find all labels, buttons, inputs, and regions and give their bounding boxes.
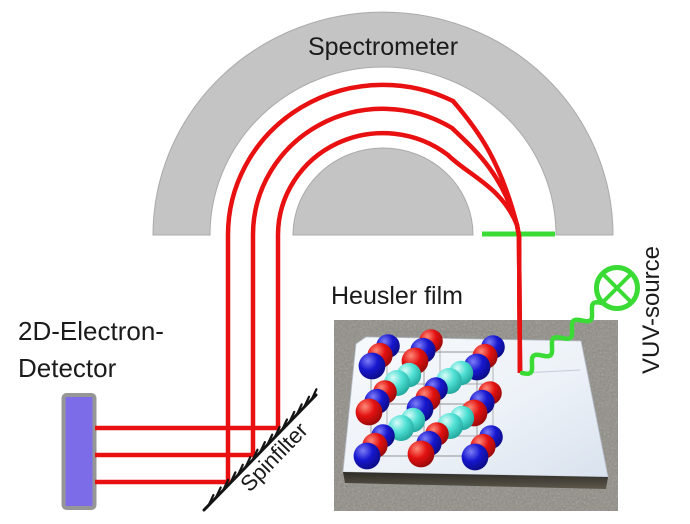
spinfilter-hatch-tick [229, 471, 237, 483]
spinfilter-mirror [202, 388, 318, 512]
spinfilter-hatches [207, 388, 318, 506]
sample-photo [334, 320, 618, 511]
spinfilter-hatch-tick [296, 403, 303, 415]
detector-label: 2D-Electron- Detector [18, 313, 164, 387]
spinfilter-hatch-tick [222, 478, 230, 491]
vuv-source-label: VUV-source [638, 245, 665, 375]
detector-label-line1: 2D-Electron- [18, 316, 164, 346]
vuv-source-symbol [594, 265, 640, 311]
spinfilter-hatch-tick [259, 441, 266, 453]
spectrometer-outer-shell [152, 11, 614, 236]
crystal-sphere-red [407, 440, 435, 468]
vuv-lamp-cross-icon [601, 272, 633, 304]
crystal-sphere-blue [353, 442, 381, 470]
beam-path-middle [95, 106, 523, 458]
crystal-sphere-red [355, 398, 383, 426]
spinfilter-hatch-tick [274, 425, 281, 438]
spinfilter-hatch-tick [215, 486, 222, 499]
spinfilter-hatch-tick [281, 418, 289, 431]
spectrometer-inner-core [292, 147, 474, 236]
crystal-sphere-blue [461, 443, 489, 471]
spinfilter-hatch-tick [237, 463, 244, 476]
crystal-spheres [353, 329, 505, 471]
photon-wavy-line [519, 300, 605, 376]
sample-plate-edge [343, 472, 608, 489]
detector-rect [61, 393, 97, 510]
beam-path-inner [95, 130, 523, 431]
crystal-sphere-blue [358, 352, 386, 380]
spinfilter-hatch-tick [207, 494, 215, 506]
detector-label-line2: Detector [18, 353, 117, 383]
electron-beams [95, 82, 523, 485]
spinfilter-hatch-tick [310, 388, 318, 400]
vuv-lamp-circle [594, 265, 640, 311]
beam-path-outer [95, 82, 523, 485]
spectrometer-label: Spectrometer [307, 33, 459, 61]
spinfilter-hatch-tick [251, 448, 259, 461]
spinfilter-hatch-tick [266, 433, 274, 446]
spinfilter-hatch-tick [244, 456, 252, 468]
spinfilter-hatch-tick [303, 395, 311, 408]
spinfilter-hatch-tick [288, 410, 296, 423]
heusler-film-label: Heusler film [331, 282, 463, 310]
